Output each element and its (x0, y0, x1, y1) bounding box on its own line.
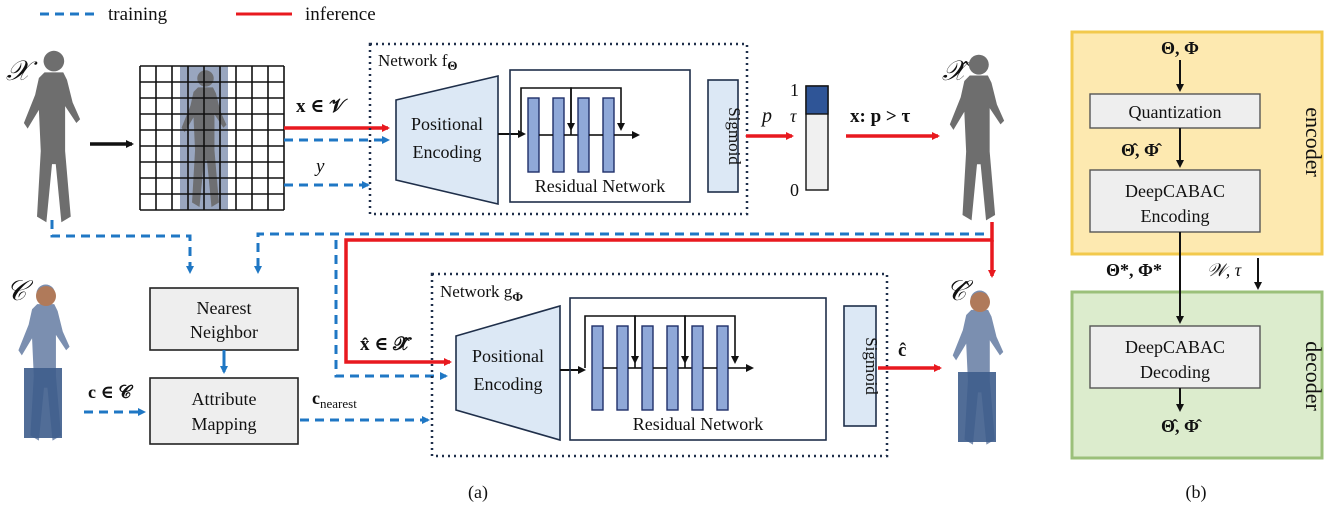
quantization-block (1089, 93, 1261, 129)
train-xhat-to-g (334, 240, 448, 380)
network-g-residual-layer (716, 325, 729, 411)
network-g-sigmoid (843, 305, 877, 427)
caption-b: (b) (1186, 482, 1207, 503)
network-g: Network gΦ Positional Encoding Residual … (430, 272, 889, 458)
encoder-label: encoder (1301, 107, 1326, 177)
network-g-residual-label: Residual Network (633, 414, 763, 434)
decoder-label: decoder (1301, 341, 1326, 411)
theta-phi-input: Θ, Φ (1161, 38, 1199, 58)
deepcabac-encoding-block (1089, 169, 1261, 233)
quantization-label: Quantization (1129, 102, 1222, 122)
network-g-title: Network gΦ (440, 282, 523, 304)
network-g-positional-encoding (455, 304, 561, 442)
p-label: p (760, 105, 772, 127)
network-f-residual-label: Residual Network (535, 176, 665, 196)
nearest-neighbor-line1: Nearest (197, 298, 252, 318)
infer-xhat-to-g (344, 222, 994, 366)
deepcabac-decoding-line2: Decoding (1140, 362, 1210, 382)
x-threshold-label: x: p > τ (850, 106, 910, 127)
theta-phi-quantized: Θ̂, Φ̂ (1121, 140, 1162, 160)
x-hat-label: x̂ ∈ 𝒳̂ (360, 334, 412, 355)
point-cloud-figure (23, 50, 81, 223)
deepcabac-decoding-block (1089, 325, 1261, 389)
network-g-residual-layer (666, 325, 679, 411)
reconstructed-color-figure (952, 290, 1004, 445)
prob-zero-label: 0 (790, 180, 799, 200)
attribute-mapping-block (149, 377, 299, 445)
set-x-label: 𝒳 (6, 56, 38, 87)
color-point-cloud-figure (18, 284, 70, 441)
network-g-residual-layer (591, 325, 604, 411)
x-in-v-label: x ∈ 𝒱 (296, 96, 348, 117)
network-g-pe-line1: Positional (472, 346, 544, 366)
c-in-c-label: c ∈ 𝒞 (88, 382, 133, 402)
network-f-residual-layer (577, 97, 590, 173)
set-c-hat-label: 𝒞̂ (946, 276, 974, 307)
attribute-mapping-line2: Mapping (192, 414, 257, 434)
theta-phi-decoded: Θ̂, Φ̂ (1161, 416, 1202, 436)
deepcabac-decoding-line1: DeepCABAC (1125, 337, 1225, 357)
theta-phi-star-label: Θ*, Φ* (1106, 260, 1162, 280)
c-nearest-label: cnearest (312, 388, 357, 411)
network-f: Network fΘ Positional Encoding Residual … (368, 42, 749, 216)
network-f-pe-line2: Encoding (413, 142, 482, 162)
network-f-sigmoid (707, 79, 739, 193)
network-f-residual (509, 69, 691, 203)
y-label: y (314, 156, 325, 177)
network-g-pe-line2: Encoding (474, 374, 543, 394)
train-x-to-nn (50, 220, 194, 274)
train-xhat-to-nn (254, 232, 984, 274)
deepcabac-encoding-line1: DeepCABAC (1125, 181, 1225, 201)
tau-label: τ (790, 106, 797, 126)
network-g-residual-layer (616, 325, 629, 411)
nearest-neighbor-line2: Neighbor (190, 322, 258, 342)
nearest-neighbor-block (149, 287, 299, 351)
network-f-sigmoid-label: Sigmoid (725, 107, 744, 165)
probability-bar-above-threshold (805, 85, 829, 115)
legend-inference-label: inference (305, 4, 376, 25)
network-g-residual-layer (641, 325, 654, 411)
network-f-residual-layer (602, 97, 615, 173)
voxel-grid (139, 65, 285, 211)
legend-training-label: training (108, 4, 168, 25)
network-g-residual-layer (691, 325, 704, 411)
caption-a: (a) (468, 482, 488, 503)
probability-bar (805, 85, 829, 191)
w-tau-label: 𝒲, τ (1207, 260, 1242, 280)
deepcabac-encoding-line2: Encoding (1141, 206, 1210, 226)
network-f-residual-layer (527, 97, 540, 173)
network-g-residual (569, 297, 827, 441)
network-g-sigmoid-label: Sigmoid (862, 337, 881, 395)
set-c-label: 𝒞 (6, 276, 34, 307)
network-f-title: Network fΘ (378, 51, 458, 73)
network-f-positional-encoding (395, 74, 499, 206)
network-f-pe-line1: Positional (411, 114, 483, 134)
prob-one-label: 1 (790, 80, 799, 100)
network-f-residual-layer (552, 97, 565, 173)
attribute-mapping-line1: Attribute (192, 389, 257, 409)
c-hat-label: ĉ (898, 340, 906, 361)
